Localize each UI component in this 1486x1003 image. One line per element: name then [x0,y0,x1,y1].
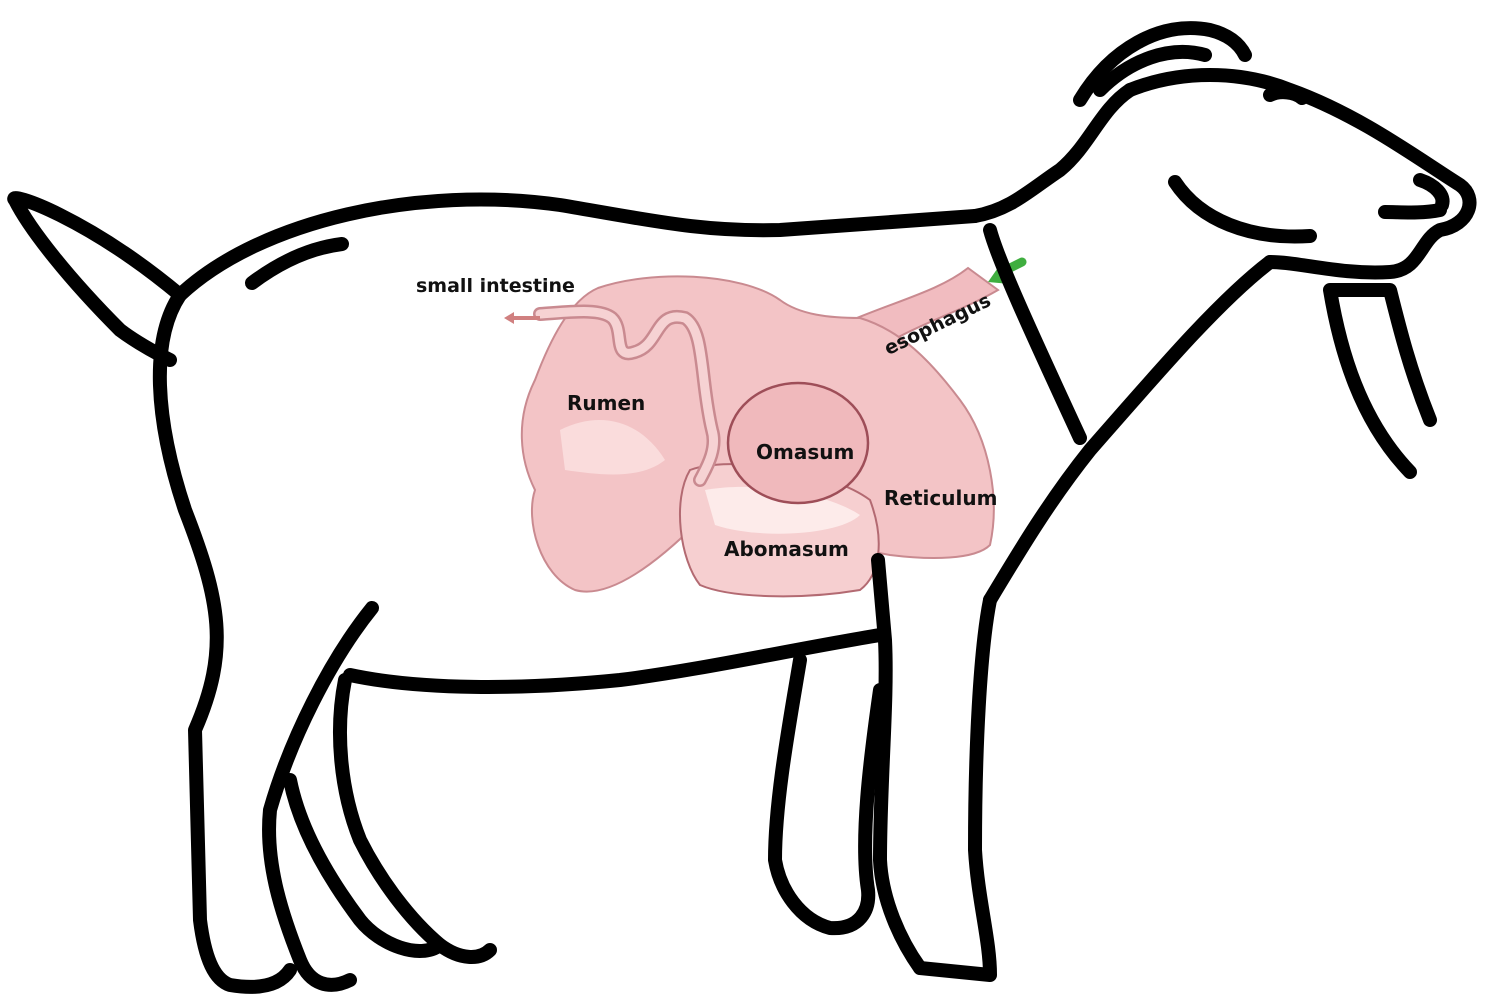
red-arrowhead [504,312,514,324]
label-reticulum: Reticulum [884,488,997,508]
goat-neck-top [975,90,1130,216]
goat-back-highlight [252,244,342,283]
label-abomasum: Abomasum [724,539,849,559]
goat-neck-front [990,262,1270,600]
goat-nostril [1420,180,1443,205]
goat-cheek [1175,182,1310,237]
label-rumen: Rumen [567,393,645,413]
goat-tail [14,198,180,360]
label-small-intestine: small intestine [416,277,575,296]
goat-front-leg2 [775,660,880,928]
goat-beard [1330,290,1430,472]
goat-eye [1270,92,1302,98]
goat-back [180,199,975,295]
goat-hind-leg-inner [269,608,372,985]
goat-front-leg-front [920,600,990,975]
label-omasum: Omasum [756,442,854,462]
goat-front-leg-back [878,560,920,968]
goat-mouth [1385,210,1440,213]
goat-neck-inner [990,230,1080,438]
